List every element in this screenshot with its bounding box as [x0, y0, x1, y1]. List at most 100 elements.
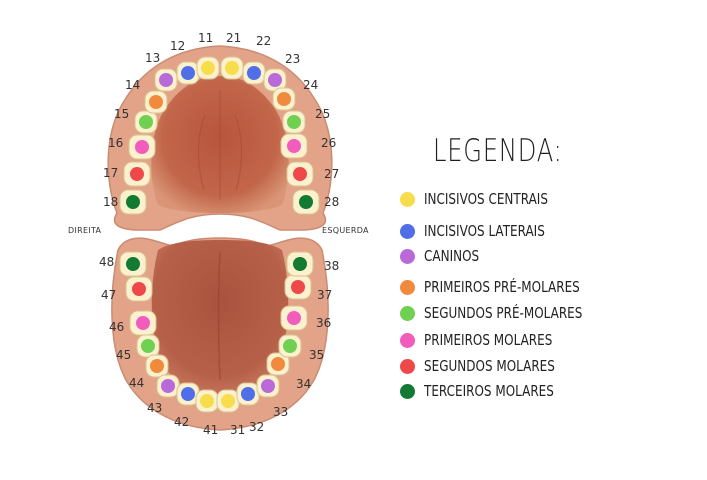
tooth-44	[145, 354, 169, 378]
legend-item-label: CANINOS	[424, 247, 480, 265]
legend-item-label: SEGUNDOS MOLARES	[424, 357, 555, 375]
tooth-marker	[293, 257, 307, 271]
tooth-36	[280, 305, 308, 331]
tooth-marker	[126, 195, 140, 209]
tooth-number-32: 32	[249, 420, 264, 434]
tooth-marker	[247, 66, 261, 80]
tooth-marker	[161, 379, 175, 393]
tooth-25	[282, 110, 306, 134]
left-side-label: ESQUERDA	[322, 226, 369, 235]
tooth-48	[119, 251, 147, 277]
tooth-17	[123, 161, 151, 187]
tooth-41	[195, 389, 219, 413]
tooth-number-31: 31	[230, 423, 245, 437]
tooth-number-47: 47	[101, 288, 116, 302]
tooth-marker	[268, 73, 282, 87]
tooth-number-26: 26	[321, 136, 336, 150]
tooth-number-16: 16	[108, 136, 123, 150]
tooth-marker	[141, 339, 155, 353]
tooth-marker	[130, 167, 144, 181]
legend-item-label: SEGUNDOS PRÉ-MOLARES	[424, 304, 583, 322]
tooth-31	[216, 389, 240, 413]
tooth-22	[242, 61, 266, 85]
tooth-marker	[287, 115, 301, 129]
legend-item-incisivos-laterais: INCISIVOS LATERAIS	[400, 221, 575, 241]
tooth-marker	[225, 61, 239, 75]
tooth-marker	[136, 316, 150, 330]
tooth-21	[220, 56, 244, 80]
tooth-number-42: 42	[174, 415, 189, 429]
tooth-number-12: 12	[170, 39, 185, 53]
legend-item-label: INCISIVOS CENTRAIS	[424, 190, 548, 208]
tooth-46	[129, 310, 157, 336]
legend-item-caninos: CANINOS	[400, 246, 493, 266]
tooth-24	[272, 87, 296, 111]
tooth-number-14: 14	[125, 78, 140, 92]
legend-item-primeiros-molares: PRIMEIROS MOLARES	[400, 330, 584, 350]
legend-color-dot	[400, 279, 415, 295]
tooth-marker	[132, 282, 146, 296]
tooth-45	[136, 334, 160, 358]
tooth-42	[176, 382, 200, 406]
tooth-11	[196, 56, 220, 80]
tooth-number-43: 43	[147, 401, 162, 415]
tooth-35	[278, 334, 302, 358]
legend-item-incisivos-centrais: INCISIVOS CENTRAIS	[400, 189, 579, 209]
right-side-label: DIREITA	[68, 226, 102, 235]
legend-item-label: PRIMEIROS MOLARES	[424, 331, 553, 349]
legend-color-dot	[400, 358, 415, 374]
tooth-38	[286, 251, 314, 277]
legend-color-dot	[400, 191, 415, 207]
tooth-number-45: 45	[116, 348, 131, 362]
tooth-47	[125, 276, 153, 302]
tooth-number-25: 25	[315, 107, 330, 121]
tooth-13	[154, 68, 178, 92]
legend-color-dot	[400, 305, 415, 321]
legend-color-dot	[400, 332, 415, 348]
tooth-number-33: 33	[273, 405, 288, 419]
upper-palate-ridges	[197, 90, 243, 200]
tooth-number-23: 23	[285, 52, 300, 66]
tooth-33	[256, 374, 280, 398]
tooth-number-41: 41	[203, 423, 218, 437]
legend-item-label: INCISIVOS LATERAIS	[424, 222, 545, 240]
tooth-marker	[293, 167, 307, 181]
tooth-number-35: 35	[309, 348, 324, 362]
tooth-number-15: 15	[114, 107, 129, 121]
legend-item-segundos-pre-molares: SEGUNDOS PRÉ-MOLARES	[400, 303, 622, 323]
legend-color-dot	[400, 383, 415, 399]
tooth-number-22: 22	[256, 34, 271, 48]
tooth-marker	[299, 195, 313, 209]
tooth-marker	[271, 357, 285, 371]
tooth-marker	[241, 387, 255, 401]
legend-item-label: PRIMEIROS PRÉ-MOLARES	[424, 278, 580, 296]
tooth-marker	[135, 140, 149, 154]
tooth-23	[263, 68, 287, 92]
tooth-marker	[149, 95, 163, 109]
tooth-marker	[277, 92, 291, 106]
legend-item-terceiros-molares: TERCEIROS MOLARES	[400, 381, 586, 401]
tooth-marker	[221, 394, 235, 408]
tongue	[151, 240, 289, 394]
tooth-number-18: 18	[103, 195, 118, 209]
tooth-number-38: 38	[324, 259, 339, 273]
legend-color-dot	[400, 248, 415, 264]
tooth-marker	[283, 339, 297, 353]
tooth-28	[292, 189, 320, 215]
tooth-37	[284, 274, 312, 300]
tooth-number-24: 24	[303, 78, 318, 92]
tooth-marker	[181, 387, 195, 401]
tooth-marker	[159, 73, 173, 87]
tooth-12	[176, 61, 200, 85]
tooth-14	[144, 90, 168, 114]
tooth-27	[286, 161, 314, 187]
legend-title: LEGENDA:	[433, 133, 563, 169]
tooth-marker	[200, 394, 214, 408]
tooth-number-34: 34	[296, 377, 311, 391]
tooth-43	[156, 374, 180, 398]
tooth-number-36: 36	[316, 316, 331, 330]
legend-item-primeiros-pre-molares: PRIMEIROS PRÉ-MOLARES	[400, 277, 619, 297]
tooth-marker	[181, 66, 195, 80]
tooth-number-21: 21	[226, 31, 241, 45]
